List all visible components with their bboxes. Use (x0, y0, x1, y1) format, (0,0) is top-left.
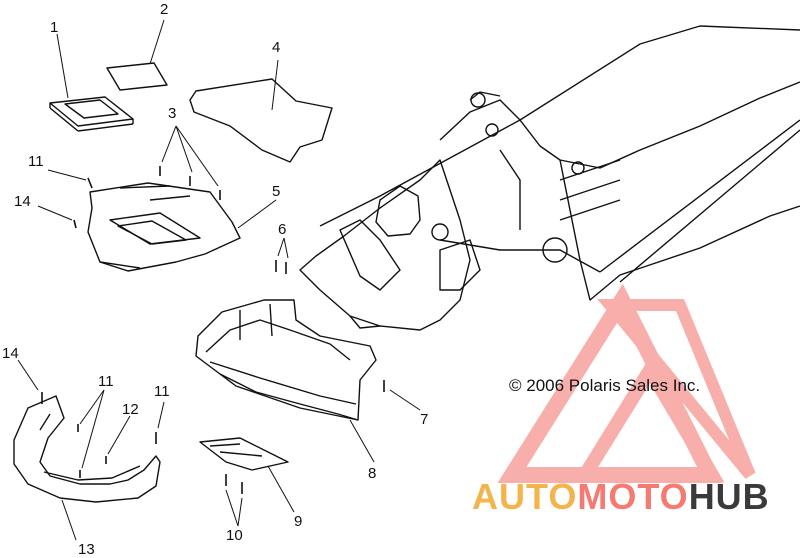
callout-10: 10 (226, 527, 243, 544)
part-2-plate (106, 62, 168, 91)
callout-5: 5 (272, 183, 281, 200)
watermark-auto: AUTO (472, 476, 578, 517)
callout-2: 2 (160, 1, 169, 18)
callout-13: 13 (78, 541, 95, 558)
callout-7: 7 (420, 411, 429, 428)
callout-9: 9 (294, 513, 303, 530)
watermark-hub: HUB (688, 476, 770, 517)
callout-11-b: 11 (98, 373, 114, 390)
callout-3: 3 (168, 105, 177, 122)
part-13-bumper (13, 395, 161, 503)
part-5-console (87, 182, 241, 272)
callout-8: 8 (368, 465, 377, 482)
chassis-tunnel (299, 25, 800, 331)
leader-lines (17, 19, 421, 541)
callout-4: 4 (272, 39, 281, 56)
watermark-moto: MOTO (577, 476, 689, 517)
callout-11-c: 11 (154, 383, 170, 400)
callout-14-b: 14 (2, 345, 19, 362)
callout-14-a: 14 (14, 193, 31, 210)
part-8-belly-pan (195, 299, 377, 421)
part-1-tray (49, 96, 134, 132)
part-9-guard (199, 437, 289, 471)
copyright-notice: © 2006 Polaris Sales Inc. (509, 376, 701, 395)
fasteners (41, 166, 385, 494)
callout-11-a: 11 (28, 153, 44, 170)
part-4-pad (189, 78, 333, 163)
callout-1: 1 (50, 19, 59, 36)
watermark-logo (497, 283, 756, 483)
callout-12: 12 (122, 401, 139, 418)
watermark-text: AUTOMOTOHUB (472, 476, 770, 518)
callout-6: 6 (278, 221, 287, 238)
